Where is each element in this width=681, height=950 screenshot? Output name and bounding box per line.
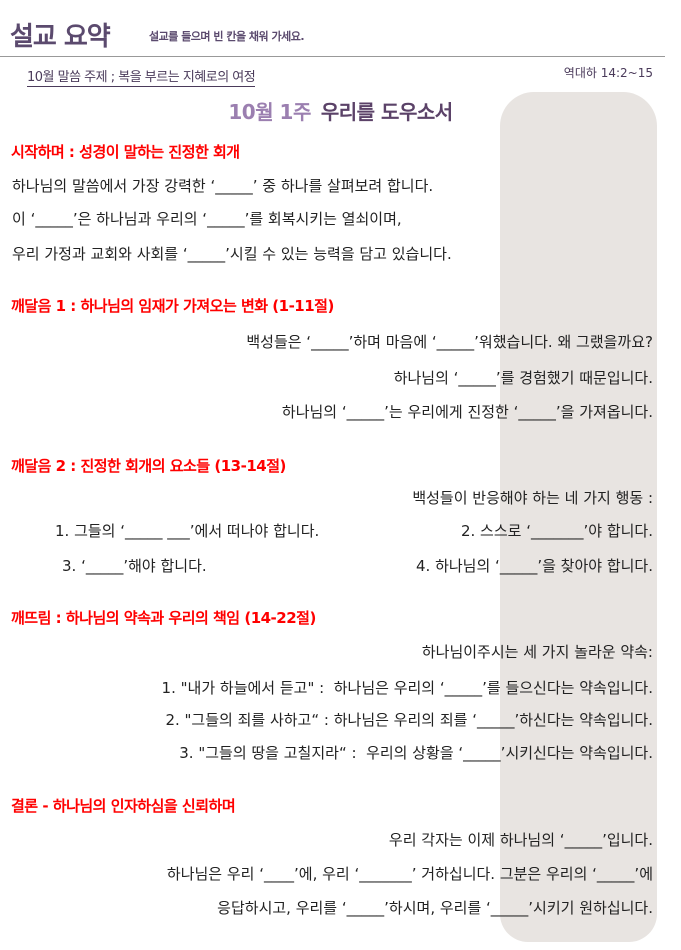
section-heading: 결론 - 하나님의 인자하심을 신뢰하며 — [11, 797, 236, 815]
fill-in-line: 3. ‘_____’해야 합니다. — [62, 557, 207, 575]
fill-in-line: 이 ‘_____’은 하나님과 우리의 ‘_____’를 회복시키는 열쇠이며, — [12, 210, 402, 228]
fill-in-line: 하나님이주시는 세 가지 놀라운 약속: — [421, 643, 653, 661]
sermon-title: 우리를 도우소서 — [320, 100, 453, 124]
fill-in-line: 우리 각자는 이제 하나님의 ‘_____’입니다. — [388, 831, 653, 849]
fill-in-line: 하나님의 ‘_____’는 우리에게 진정한 ‘_____’을 가져옵니다. — [281, 403, 653, 421]
fill-in-line: 3. "그들의 땅을 고칠지라“ : 우리의 상황을 ‘_____’시키신다는 … — [179, 744, 653, 762]
fill-in-line: 우리 가정과 교회와 사회를 ‘_____’시킬 수 있는 능력을 담고 있습니… — [12, 245, 452, 263]
decorative-side-panel — [500, 92, 657, 942]
sermon-week: 10월 1주 — [228, 100, 311, 124]
fill-in-line: 4. 하나님의 ‘_____’을 찾아야 합니다. — [416, 557, 653, 575]
fill-in-line: 2. 스스로 ‘_______’야 합니다. — [460, 522, 653, 540]
fill-in-line: 하나님의 ‘_____’를 경험했기 때문입니다. — [393, 369, 653, 387]
scripture-reference: 역대하 14:2~15 — [563, 66, 653, 80]
fill-in-line: 하나님의 말씀에서 가장 강력한 ‘_____’ 중 하나를 살펴보려 합니다. — [12, 177, 434, 195]
fill-in-line: 하나님은 우리 ‘____’에, 우리 ‘_______’ 거하십니다. 그분은… — [166, 865, 653, 883]
page-title: 설교 요약 — [10, 22, 111, 52]
section-heading: 깨달음 1 : 하나님의 임재가 가져오는 변화 (1-11절) — [11, 297, 334, 315]
section-heading: 깨뜨림 : 하나님의 약속과 우리의 책임 (14-22절) — [11, 609, 316, 627]
monthly-theme: 10월 말씀 주제 ; 복을 부르는 지혜로의 여정 — [27, 66, 256, 87]
fill-in-line: 1. 그들의 ‘_____ ___’에서 떠나야 합니다. — [55, 522, 320, 540]
fill-in-line: 백성들은 ‘_____’하며 마음에 ‘_____’워했습니다. 왜 그랬을까요… — [246, 333, 653, 351]
fill-in-line: 1. "내가 하늘에서 듣고" : 하나님은 우리의 ‘_____’를 들으신다… — [161, 679, 653, 697]
fill-in-line: 2. "그들의 죄를 사하고“ : 하나님은 우리의 죄를 ‘_____’하신다… — [165, 711, 653, 729]
divider — [0, 56, 665, 57]
fill-in-line: 응답하시고, 우리를 ‘_____’하시며, 우리를 ‘_____’시키기 원하… — [217, 899, 653, 917]
sermon-heading: 10월 1주 우리를 도우소서 — [0, 96, 681, 125]
section-heading: 시작하며 : 성경이 말하는 진정한 회개 — [11, 143, 240, 161]
page-subtitle: 설교를 들으며 빈 칸을 채워 가세요. — [149, 30, 305, 43]
section-heading: 깨달음 2 : 진정한 회개의 요소들 (13-14절) — [11, 457, 286, 475]
fill-in-line: 백성들이 반응해야 하는 네 가지 행동 : — [412, 489, 653, 507]
